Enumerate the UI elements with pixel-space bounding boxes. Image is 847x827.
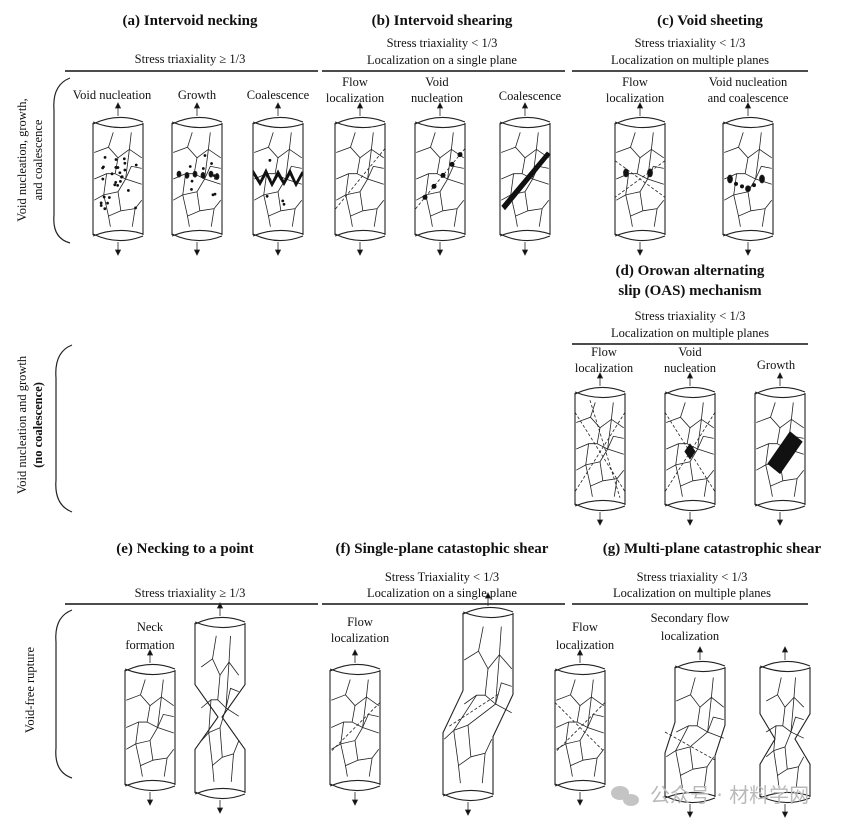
panel-condition: Stress triaxiality < 1/3 (387, 36, 498, 50)
specimen-void-nucleation (92, 102, 144, 256)
specimen-single-plane-flow-localization (329, 649, 381, 806)
specimen-void-nucleation-shear (414, 102, 466, 256)
panel-title: (f) Single-plane catastophic shear (336, 541, 549, 557)
specimen-single-plane-shear (442, 592, 514, 816)
specimen-necking-to-point (194, 602, 246, 814)
panel-f-single-plane-shear: (f) Single-plane catastophic shear Stres… (322, 541, 565, 645)
panel-title: (g) Multi-plane catastrophic shear (603, 541, 822, 557)
row-label-line: (no coalescence) (31, 382, 45, 468)
stage-label: Growth (178, 88, 217, 102)
stage-label: Neck (137, 620, 164, 634)
brace-icon (55, 344, 73, 513)
stage-label: localization (575, 361, 634, 375)
stage-label: Flow (622, 75, 648, 89)
stage-label: Flow (572, 620, 598, 634)
panel-e-necking-to-a-point: (e) Necking to a point Stress triaxialit… (65, 541, 318, 652)
stage-label: localization (326, 91, 385, 105)
panel-condition: Stress triaxiality ≥ 1/3 (135, 52, 246, 66)
stage-label: localization (331, 631, 390, 645)
panel-title: (c) Void sheeting (657, 13, 763, 29)
specimen-void-sheeting (722, 102, 774, 256)
panel-title: slip (OAS) mechanism (618, 283, 762, 299)
stage-label: nucleation (664, 361, 717, 375)
row-label-line: Void-free rupture (23, 646, 37, 733)
stage-label: Flow (347, 615, 373, 629)
watermark: 公众号 · 材料学网 (650, 783, 809, 807)
stage-label: nucleation (411, 91, 464, 105)
specimen-oas-void-nucleation (664, 372, 716, 526)
stage-label: Flow (591, 345, 617, 359)
stage-label: localization (661, 629, 720, 643)
specimen-oas-growth (754, 372, 806, 526)
specimen-flow-localization-multi (614, 102, 666, 256)
panel-condition: Localization on multiple planes (613, 586, 771, 600)
stage-label: localization (606, 91, 665, 105)
stage-label: Coalescence (499, 89, 562, 103)
panel-title: (e) Necking to a point (116, 541, 254, 557)
specimen-coalescence-shear (499, 102, 551, 256)
stage-label: Coalescence (247, 88, 310, 102)
panel-b-intervoid-shearing: (b) Intervoid shearing Stress triaxialit… (322, 13, 565, 105)
panel-condition: Localization on a single plane (367, 586, 517, 600)
stage-label: localization (556, 638, 615, 652)
stage-label: Void (678, 345, 702, 359)
specimen-void-growth (171, 102, 223, 256)
panel-a-intervoid-necking: (a) Intervoid necking Stress triaxiality… (65, 13, 318, 102)
panel-condition: Localization on multiple planes (611, 326, 769, 340)
panel-condition: Stress Triaxiality < 1/3 (385, 570, 499, 584)
panel-condition: Localization on multiple planes (611, 53, 769, 67)
panel-condition: Localization on a single plane (367, 53, 517, 67)
panel-title: (a) Intervoid necking (123, 13, 259, 29)
row-label-line: and coalescence (31, 119, 45, 200)
panel-g-multi-plane-shear: (g) Multi-plane catastrophic shear Stres… (556, 541, 822, 652)
stage-label: formation (125, 638, 175, 652)
stage-label: Void nucleation (73, 88, 152, 102)
row-label-void-nucleation-growth: Void nucleation and growth (no coalescen… (15, 344, 73, 513)
row-label-line: Void nucleation and growth (15, 355, 29, 494)
specimen-secondary-flow-localization (664, 646, 726, 818)
panel-d-orowan-alternating-slip: (d) Orowan alternating slip (OAS) mechan… (572, 263, 808, 375)
panel-condition: Stress triaxiality ≥ 1/3 (135, 586, 246, 600)
panel-c-void-sheeting: (c) Void sheeting Stress triaxiality < 1… (572, 13, 808, 105)
panel-title: (b) Intervoid shearing (372, 13, 513, 29)
specimen-oas-flow-localization (574, 372, 626, 526)
brace-icon (55, 609, 73, 779)
wechat-icon (611, 786, 639, 806)
stage-label: Secondary flow (651, 611, 730, 625)
specimen-flow-localization (334, 102, 386, 256)
stage-label: Void (425, 75, 449, 89)
stage-label: and coalescence (708, 91, 789, 105)
stage-label: Growth (757, 358, 796, 372)
panel-title: (d) Orowan alternating (616, 263, 765, 279)
specimen-coalescence (252, 102, 304, 256)
row-label-void-nucleation-growth-coalescence: Void nucleation, growth, and coalescence (15, 77, 71, 244)
specimen-multi-plane-flow-localization (554, 649, 606, 806)
row-label-void-free-rupture: Void-free rupture (23, 609, 73, 779)
brace-icon (53, 77, 71, 244)
panel-condition: Stress triaxiality < 1/3 (635, 36, 746, 50)
stage-label: Flow (342, 75, 368, 89)
panel-condition: Stress triaxiality < 1/3 (637, 570, 748, 584)
panel-condition: Stress triaxiality < 1/3 (635, 309, 746, 323)
stage-label: Void nucleation (709, 75, 788, 89)
specimen-neck-formation (124, 649, 176, 806)
specimen-multi-plane-shear (759, 646, 811, 818)
row-label-line: Void nucleation, growth, (15, 98, 29, 221)
specimens (92, 102, 811, 818)
